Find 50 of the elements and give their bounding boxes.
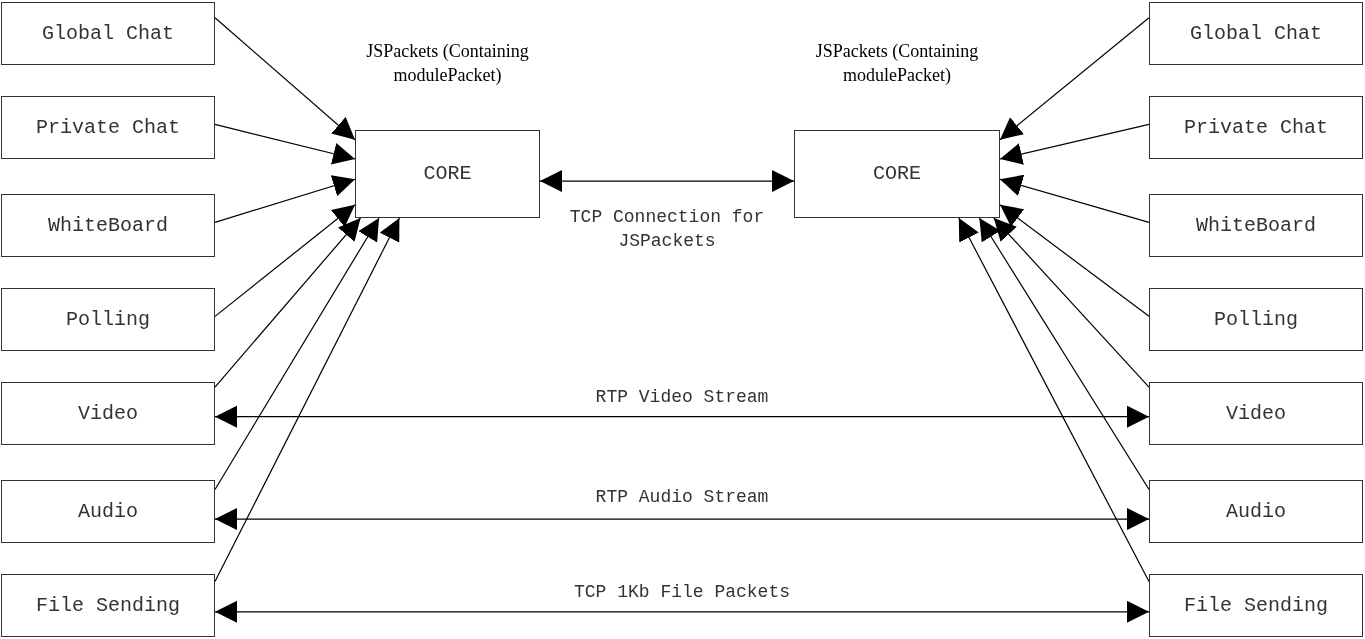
module-box [1,194,215,257]
node-label: CORE [423,161,472,187]
node-label: File Sending [1184,592,1328,619]
node-label: Polling [66,306,150,333]
arrow [214,217,400,583]
arrow [999,174,1150,223]
arrow [993,217,1150,388]
arrow [958,217,1150,583]
module-box [1,480,215,543]
module-box [1149,574,1363,637]
node-label: WhiteBoard [48,212,168,239]
arrow [214,204,356,317]
node-label: Global Chat [1190,20,1322,47]
node-label: CORE [873,161,921,187]
module-box [1149,480,1363,543]
arrow [539,170,795,193]
arrow [214,600,1150,623]
module-box [1,382,215,445]
arrow [214,123,356,165]
arrow [999,204,1150,317]
arrow [999,17,1150,141]
node-label: File Sending [36,592,180,619]
arrow [214,217,380,491]
node-label: WhiteBoard [1196,212,1316,239]
arrow [214,217,362,388]
arrow [214,405,1150,428]
node-label: Global Chat [42,20,174,47]
arrow [214,175,356,223]
module-box [1149,382,1363,445]
module-box [1149,2,1363,65]
node-label: Video [78,400,138,427]
arrow [214,508,1150,531]
node-label: Audio [1226,498,1286,525]
module-box [1,288,215,351]
node-label: Private Chat [36,114,180,141]
module-box [1,2,215,65]
module-box [1,574,215,637]
node-label: JSPackets (Containing modulePacket) [814,40,980,87]
node-label: JSPackets (Containing modulePacket) [365,40,530,87]
module-box [1149,194,1363,257]
arrow [999,123,1150,165]
module-box [1,96,215,159]
node-label: Private Chat [1184,114,1328,141]
module-box [1149,288,1363,351]
module-box [1149,96,1363,159]
node-label: Audio [78,498,138,525]
arrow [978,217,1150,491]
node-label: Polling [1214,306,1298,333]
arrow [214,17,356,141]
node-label: Video [1226,400,1286,427]
